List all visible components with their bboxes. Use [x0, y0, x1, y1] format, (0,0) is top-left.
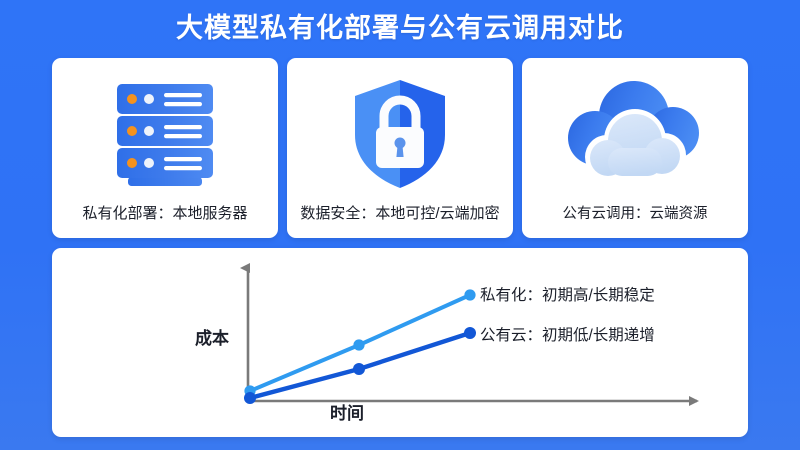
- card-label: 私有化部署：本地服务器: [82, 205, 248, 222]
- data-point: [244, 392, 256, 404]
- shield-lock-icon-svg: [355, 80, 445, 188]
- card-private-deployment[interactable]: 私有化部署：本地服务器: [52, 58, 278, 238]
- shield-lock-icon: [287, 74, 513, 194]
- data-point: [353, 339, 365, 351]
- data-point: [464, 289, 476, 301]
- chart-plot-area: [240, 263, 699, 406]
- server-rack-icon: [52, 74, 278, 194]
- cloud-icon: [522, 74, 748, 194]
- card-label: 公有云调用：云端资源: [562, 206, 708, 222]
- data-point: [353, 363, 365, 375]
- cloud-icon-svg: [568, 81, 699, 179]
- legend-item-private: 私有化：初期高/长期稳定: [480, 283, 655, 305]
- x-axis-label: 时间: [330, 404, 364, 423]
- card-public-cloud[interactable]: 公有云调用：云端资源: [522, 58, 748, 238]
- legend-item-public-cloud: 公有云：初期低/长期递增: [480, 323, 655, 345]
- cost-comparison-chart: 成本 时间 私有化：初期高/长期稳定 公有云：初期低/长期递增: [52, 248, 748, 437]
- card-data-security[interactable]: 数据安全：本地可控/云端加密: [287, 58, 513, 238]
- legend-label: 私有化：初期高/长期稳定: [480, 287, 655, 304]
- series-public-cloud: [244, 327, 476, 404]
- legend-label: 公有云：初期低/长期递增: [480, 327, 655, 344]
- data-point: [464, 327, 476, 339]
- y-axis-label: 成本: [195, 329, 229, 348]
- page-title: 大模型私有化部署与公有云调用对比: [176, 13, 624, 43]
- server-rack-icon-svg: [117, 84, 213, 186]
- card-label: 数据安全：本地可控/云端加密: [300, 205, 500, 222]
